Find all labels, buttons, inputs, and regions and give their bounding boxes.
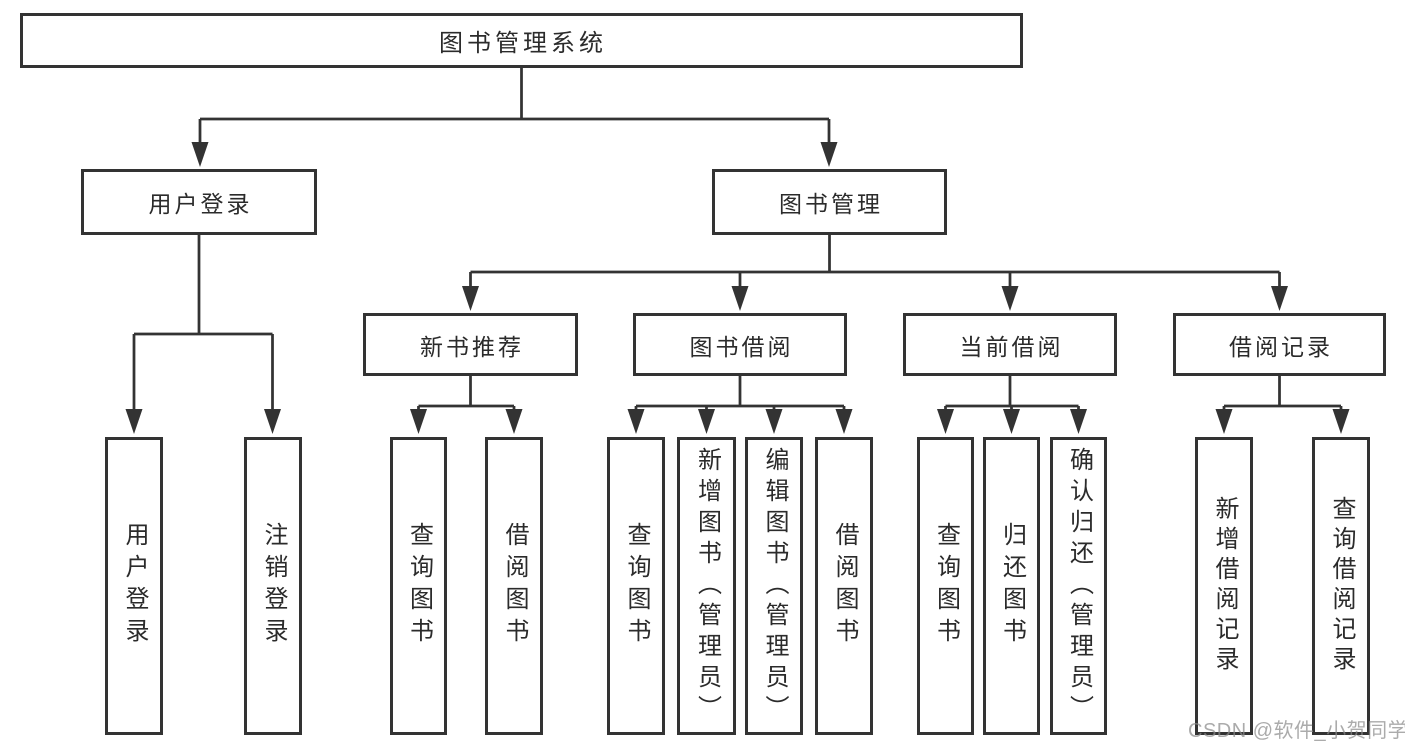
node-add-borrow-record: 新增借阅记录 <box>1195 437 1253 735</box>
node-book-borrowing: 图书借阅 <box>633 313 847 376</box>
node-borrow-books-leaf: 借阅图书 <box>815 437 873 735</box>
node-query-books-current: 查询图书 <box>917 437 974 735</box>
node-root: 图书管理系统 <box>20 13 1023 68</box>
node-current-borrowing: 当前借阅 <box>903 313 1117 376</box>
arrowheads <box>125 142 1350 434</box>
node-logout-leaf: 注销登录 <box>244 437 302 735</box>
node-confirm-return-admin: 确认归还（管理员） <box>1050 437 1107 735</box>
node-query-books-recommend: 查询图书 <box>390 437 447 735</box>
node-query-borrow-record: 查询借阅记录 <box>1312 437 1370 735</box>
node-user-login-leaf: 用户登录 <box>105 437 163 735</box>
node-borrowing-records: 借阅记录 <box>1173 313 1386 376</box>
node-edit-books-admin: 编辑图书（管理员） <box>745 437 803 735</box>
node-add-books-admin: 新增图书（管理员） <box>677 437 736 735</box>
node-borrow-books-recommend: 借阅图书 <box>485 437 543 735</box>
node-new-book-recommendation: 新书推荐 <box>363 313 578 376</box>
watermark: CSDN @软件_小贺同学 <box>1188 720 1405 742</box>
node-query-books-borrowing: 查询图书 <box>607 437 665 735</box>
node-return-books: 归还图书 <box>983 437 1040 735</box>
node-book-management: 图书管理 <box>712 169 947 235</box>
node-user-login: 用户登录 <box>81 169 317 235</box>
